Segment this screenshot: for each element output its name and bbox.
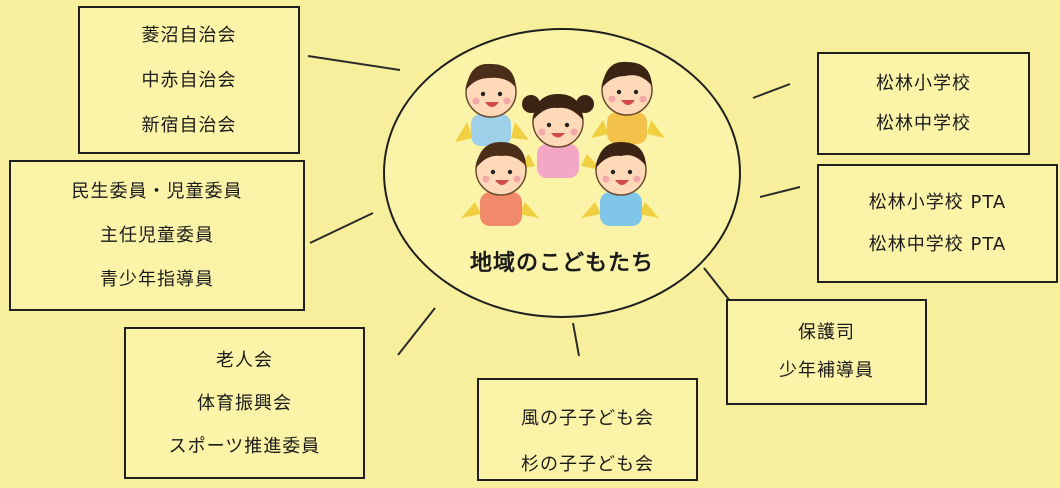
pta-box: 松林小学校 PTA 松林中学校 PTA (817, 164, 1058, 283)
welfare-commissioners-box: 民生委員・児童委員 主任児童委員 青少年指導員 (9, 160, 305, 311)
school-item: 松林中学校 (876, 112, 971, 134)
child-figure (591, 61, 665, 144)
connector-pta (759, 186, 801, 198)
child-figure (461, 142, 539, 226)
elders-item: スポーツ推進委員 (168, 435, 321, 457)
protection-item: 保護司 (798, 322, 855, 343)
residents-item: 中赤自治会 (141, 69, 237, 91)
center-label: 地域のこどもたち (469, 251, 654, 276)
child-figure (581, 142, 659, 226)
school-item: 松林小学校 (876, 72, 971, 94)
protection-item: 少年補導員 (779, 360, 874, 381)
residents-item: 新宿自治会 (141, 114, 237, 136)
connector-welfare (309, 212, 374, 244)
welfare-item: 主任児童委員 (100, 224, 214, 246)
connector-kids-clubs (572, 322, 580, 357)
child-figure (455, 63, 529, 146)
connector-elders (397, 307, 436, 356)
residents-item: 菱沼自治会 (141, 24, 237, 46)
connector-schools (752, 83, 791, 99)
center-children-ellipse: 地域のこどもたち (383, 28, 741, 318)
welfare-item: 青少年指導員 (100, 268, 214, 290)
elders-item: 体育振興会 (197, 392, 292, 414)
protection-officers-box: 保護司 少年補導員 (726, 299, 927, 405)
pta-item: 松林小学校 PTA (868, 191, 1007, 213)
elders-sports-box: 老人会 体育振興会 スポーツ推進委員 (124, 327, 365, 479)
residents-association-box: 菱沼自治会 中赤自治会 新宿自治会 (78, 6, 300, 154)
pta-item: 松林中学校 PTA (868, 233, 1007, 255)
kids-club-item: 風の子子ども会 (521, 408, 654, 429)
child-figure (515, 94, 601, 178)
schools-box: 松林小学校 松林中学校 (817, 52, 1030, 155)
elders-item: 老人会 (216, 349, 273, 371)
kids-clubs-box: 風の子子ども会 杉の子子ども会 (477, 378, 698, 481)
connector-residents (307, 55, 401, 71)
children-illustration (455, 61, 665, 226)
kids-club-item: 杉の子子ども会 (521, 454, 654, 475)
welfare-item: 民生委員・児童委員 (71, 180, 243, 202)
